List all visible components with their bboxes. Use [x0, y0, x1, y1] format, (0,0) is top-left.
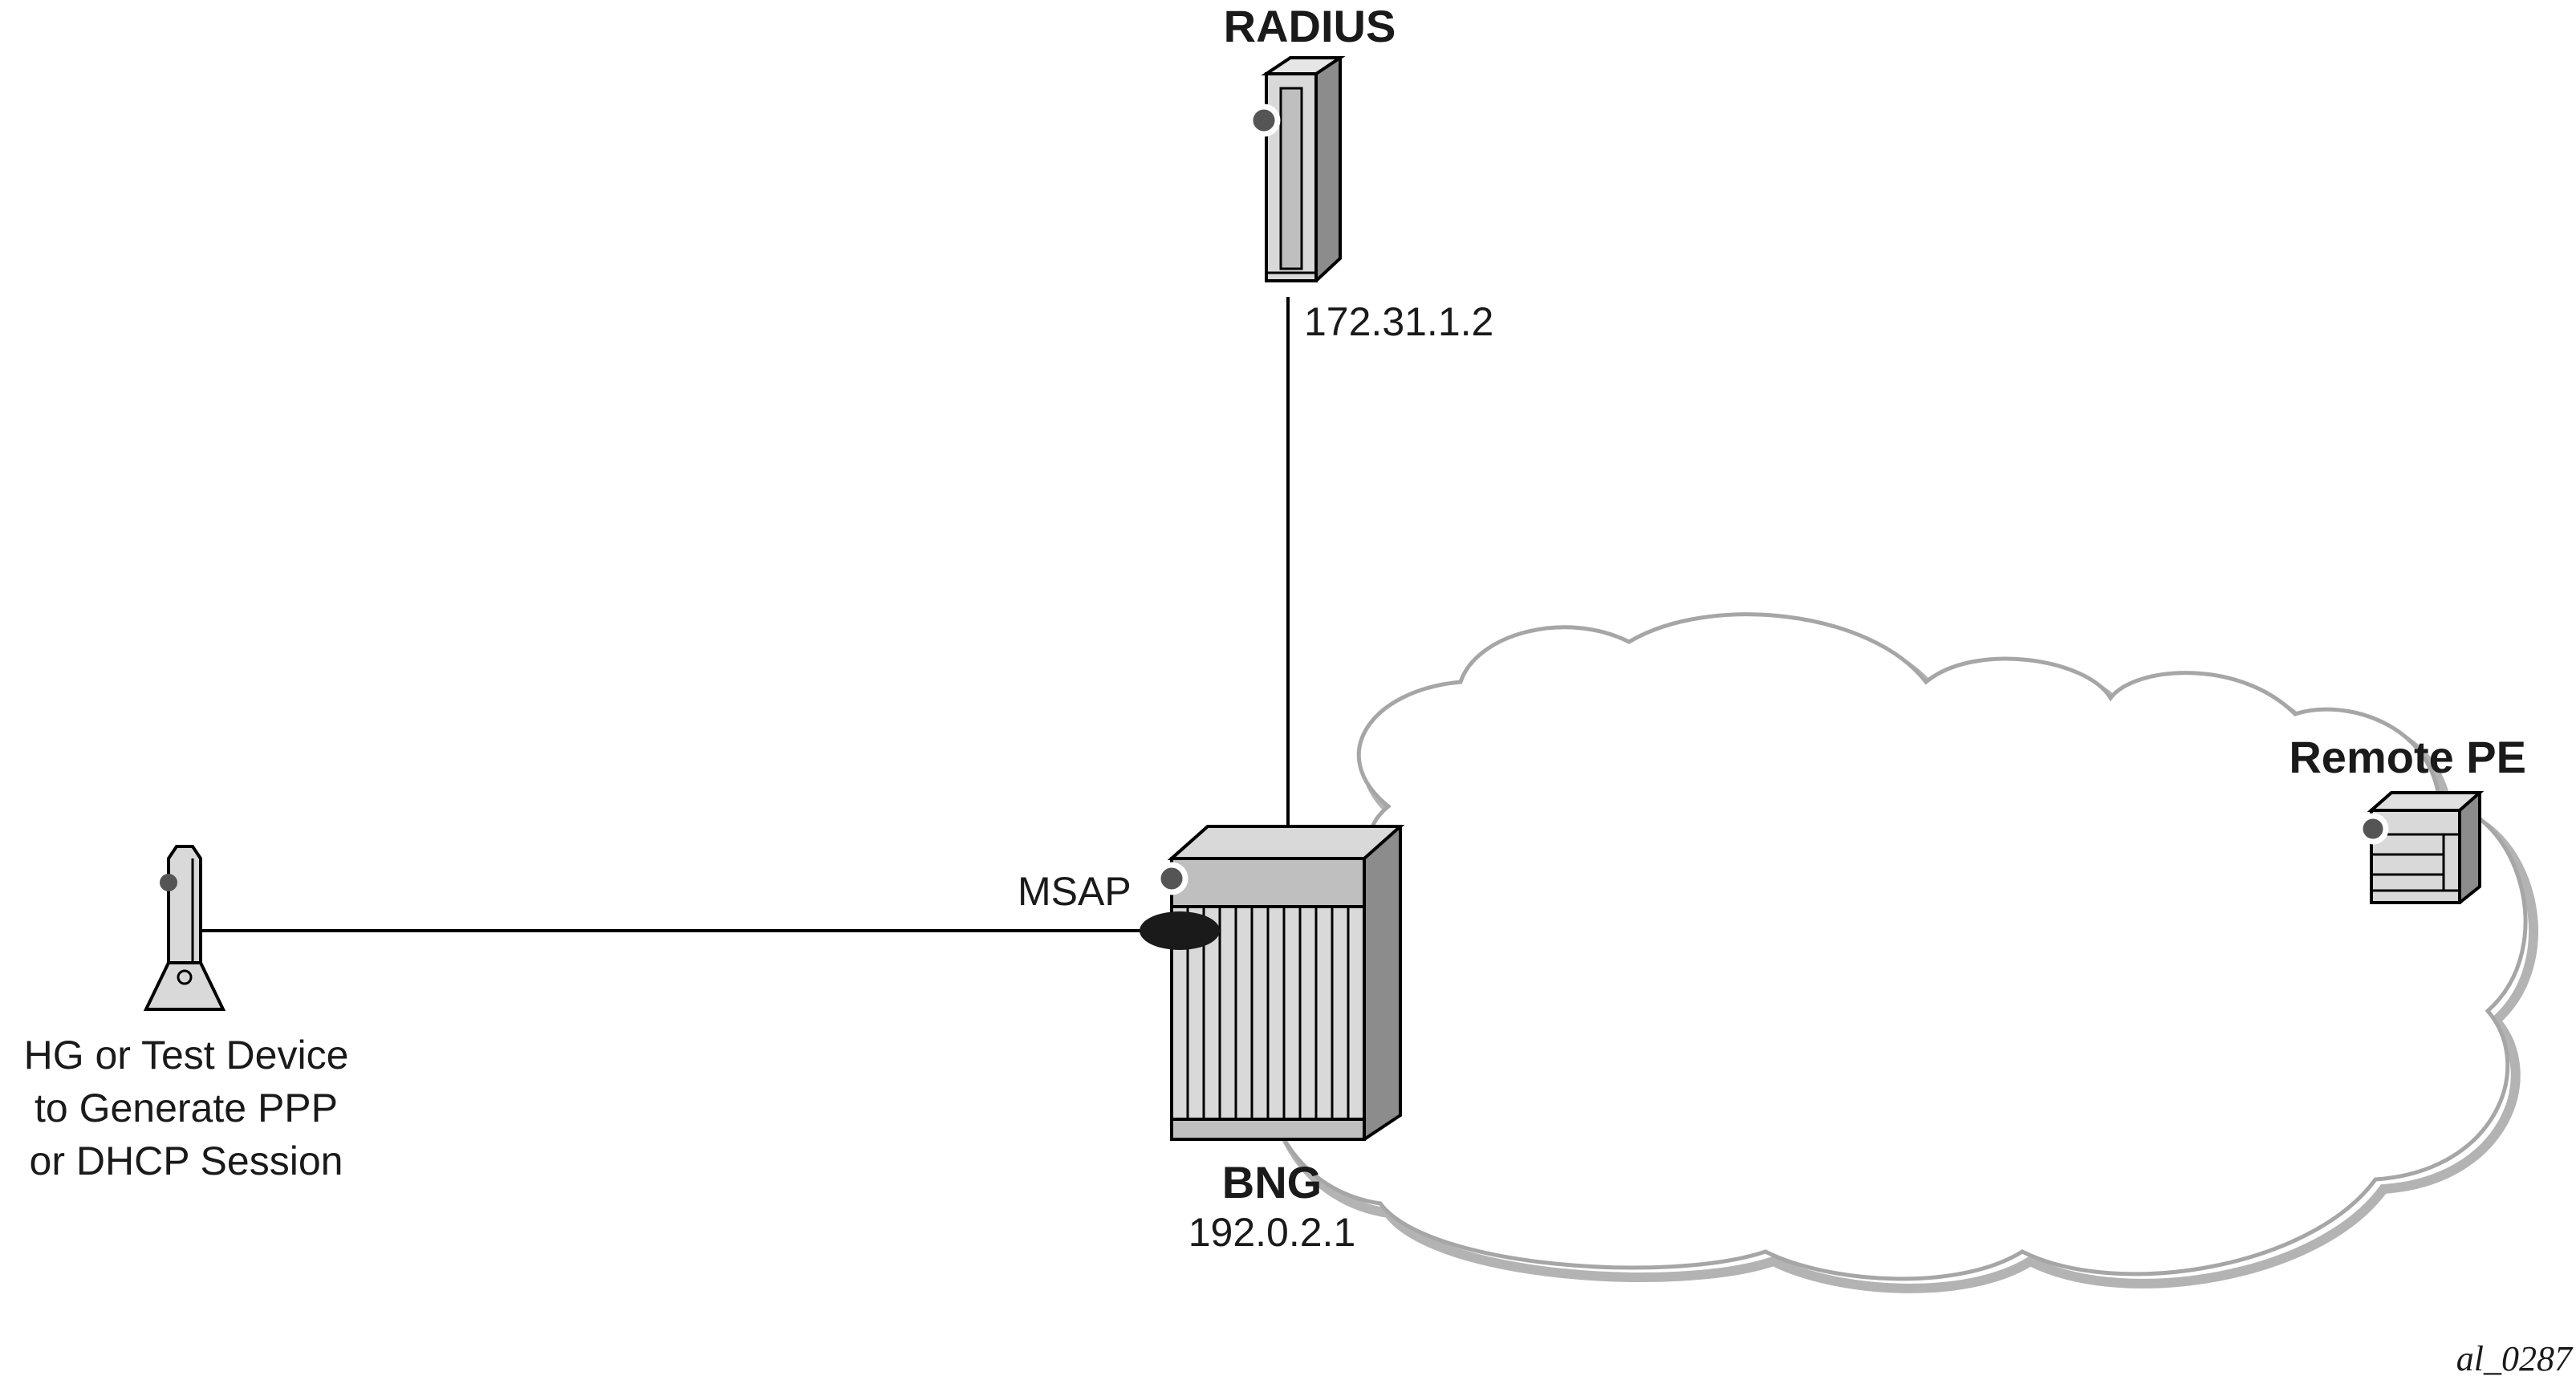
msap-label: MSAP — [1018, 869, 1132, 914]
bng-port-icon — [1155, 862, 1188, 895]
bng-ip-label: 192.0.2.1 — [1188, 1210, 1356, 1255]
home-gateway-label-line-1: HG or Test Device — [24, 1033, 349, 1078]
radius-server-icon — [1247, 56, 1346, 282]
radius-name-label: RADIUS — [1224, 1, 1396, 51]
remote-pe-port-icon — [2357, 813, 2389, 845]
bng-router-icon — [1140, 825, 1405, 1141]
home-gateway-icon — [143, 845, 226, 1011]
cloud-outline — [1258, 612, 2528, 1281]
home-gateway-port-icon — [160, 874, 177, 891]
remote-pe-router-icon — [2357, 791, 2485, 904]
home-gateway-label-line-2: to Generate PPP — [35, 1086, 338, 1130]
network-cloud — [1258, 612, 2538, 1293]
home-gateway-label-line-3: or DHCP Session — [30, 1138, 343, 1183]
radius-port-icon — [1247, 104, 1281, 137]
bng-name-label: BNG — [1222, 1157, 1322, 1208]
msap-interface-icon — [1140, 911, 1220, 950]
figure-id-label: al_0287 — [2456, 1339, 2574, 1378]
radius-ip-label: 172.31.1.2 — [1304, 299, 1493, 344]
remote-pe-name-label: Remote PE — [2289, 732, 2526, 782]
